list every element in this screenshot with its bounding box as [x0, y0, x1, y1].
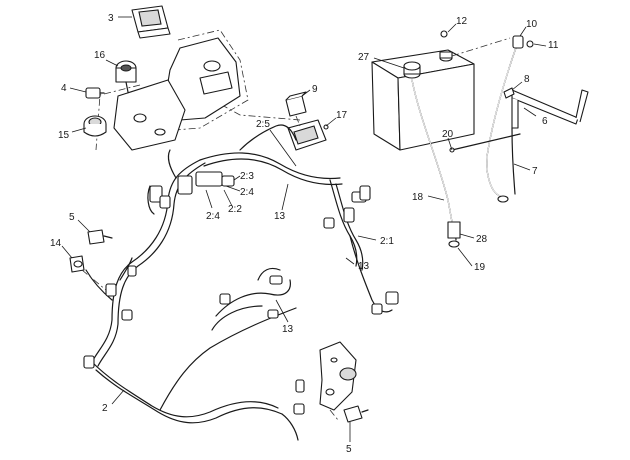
- callout-28: 28: [476, 234, 488, 245]
- battery-part: [371, 49, 475, 151]
- sensor-part-14: [69, 255, 107, 291]
- key-switch-part: [115, 60, 137, 93]
- switch-part-5b: [343, 405, 369, 423]
- callout-15: 15: [58, 130, 70, 141]
- callout-2-4-b: 2:4: [206, 211, 220, 222]
- relay-part: [285, 91, 307, 117]
- hardware-parts: [440, 30, 534, 99]
- callout-7: 7: [532, 166, 538, 177]
- fuse-block-part: [287, 119, 329, 151]
- callout-20: 20: [442, 129, 454, 140]
- callout-10: 10: [526, 19, 538, 30]
- callout-5-a: 5: [69, 212, 75, 223]
- callout-3: 3: [108, 13, 114, 24]
- callout-labels: 3 16 4 15 12 10 11 27 8 6 9 17 2:5 2:3 2…: [50, 13, 559, 455]
- callout-2-5: 2:5: [256, 119, 270, 130]
- connector-part-4: [85, 87, 105, 99]
- callout-8: 8: [524, 74, 530, 85]
- callout-4: 4: [61, 83, 67, 94]
- callout-2-3: 2:3: [240, 171, 254, 182]
- dash-panel-bracket: [95, 29, 301, 151]
- switch-knob-part: [83, 115, 107, 137]
- callout-19: 19: [474, 262, 486, 273]
- callout-17: 17: [336, 110, 348, 121]
- callout-13-c: 13: [282, 324, 294, 335]
- callout-13-a: 13: [274, 211, 286, 222]
- callout-5-b: 5: [346, 444, 352, 455]
- callout-2-2: 2:2: [228, 204, 242, 215]
- callout-2-4-a: 2:4: [240, 187, 254, 198]
- hold-down-bracket-part: [511, 89, 589, 129]
- callout-9: 9: [312, 84, 318, 95]
- hour-meter-part: [131, 5, 171, 39]
- callout-2-1: 2:1: [380, 236, 394, 247]
- callout-12: 12: [456, 16, 468, 27]
- callout-11: 11: [548, 40, 559, 51]
- callout-27: 27: [358, 52, 370, 63]
- leader-lines: [61, 16, 547, 442]
- callout-13-b: 13: [358, 261, 370, 272]
- callout-16: 16: [94, 50, 106, 61]
- switch-part-5a: [87, 229, 113, 245]
- callout-2: 2: [102, 403, 108, 414]
- callout-14: 14: [50, 238, 62, 249]
- callout-18: 18: [412, 192, 424, 203]
- callout-6: 6: [542, 116, 548, 127]
- battery-cables: [411, 35, 524, 248]
- seat-switch-bracket: [319, 341, 357, 421]
